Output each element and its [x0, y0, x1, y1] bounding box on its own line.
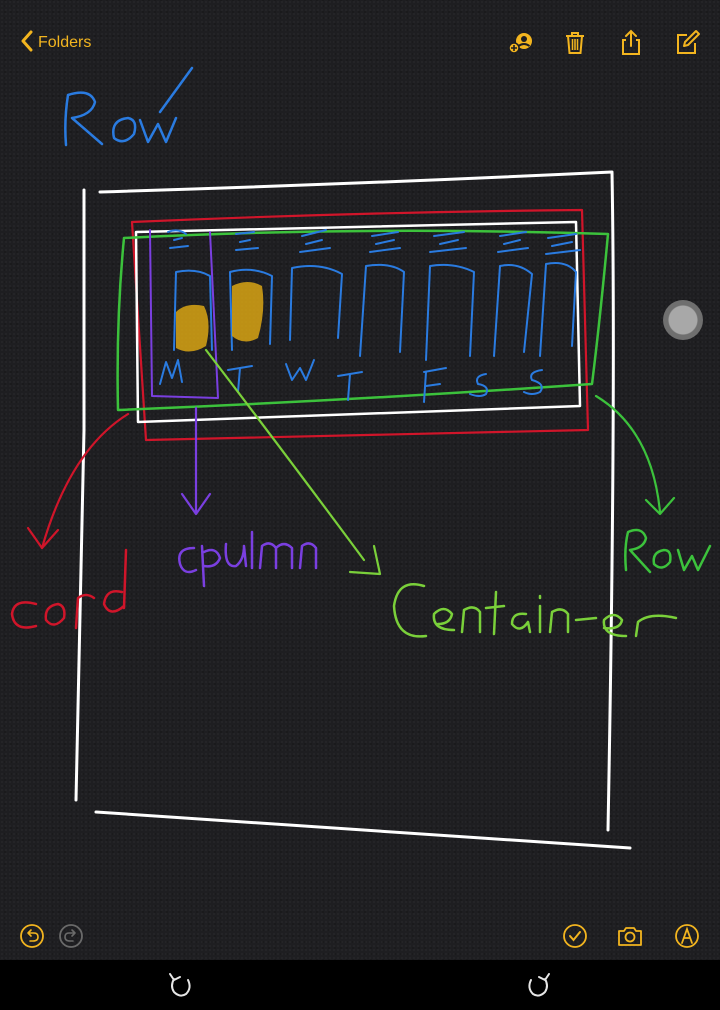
back-button-label: Folders — [38, 34, 92, 51]
card-label — [10, 548, 128, 630]
column-outline — [149, 229, 219, 399]
handwritten-sketch — [10, 66, 712, 850]
row-arrow — [594, 394, 676, 516]
column-label — [178, 530, 318, 588]
scroll-indicator[interactable] — [663, 300, 703, 340]
share-icon[interactable] — [616, 28, 646, 58]
redo-icon[interactable] — [58, 923, 84, 949]
markup-icon[interactable] — [674, 923, 700, 949]
note-canvas[interactable] — [0, 0, 720, 960]
column-header-marks — [167, 229, 581, 255]
camera-icon[interactable] — [616, 923, 644, 949]
undo-icon[interactable] — [19, 923, 45, 949]
card-outline — [130, 208, 590, 442]
card-arrow — [26, 412, 130, 550]
note-toolbar: Folders — [0, 0, 720, 84]
add-person-icon[interactable] — [505, 28, 535, 58]
bottom-toolbar — [0, 915, 720, 959]
container-label — [392, 583, 678, 638]
column-arrow — [180, 406, 212, 516]
inner-container-outline — [134, 220, 582, 424]
back-arrow-icon[interactable] — [166, 970, 194, 1000]
system-navigation-bar — [0, 960, 720, 1010]
trash-icon[interactable] — [560, 28, 590, 58]
row-box-outline — [116, 229, 610, 412]
row-label-top — [64, 66, 194, 147]
container-arrow — [204, 348, 382, 576]
checklist-icon[interactable] — [562, 923, 588, 949]
outer-frame — [74, 170, 632, 850]
chevron-left-icon — [20, 30, 34, 57]
back-to-folders-button[interactable]: Folders — [20, 30, 91, 56]
compose-icon[interactable] — [672, 28, 702, 58]
row-label-right — [624, 528, 712, 574]
day-letters — [159, 359, 543, 403]
forward-arrow-icon[interactable] — [525, 970, 553, 1000]
highlight-marks — [176, 282, 264, 352]
day-boxes — [173, 262, 577, 361]
